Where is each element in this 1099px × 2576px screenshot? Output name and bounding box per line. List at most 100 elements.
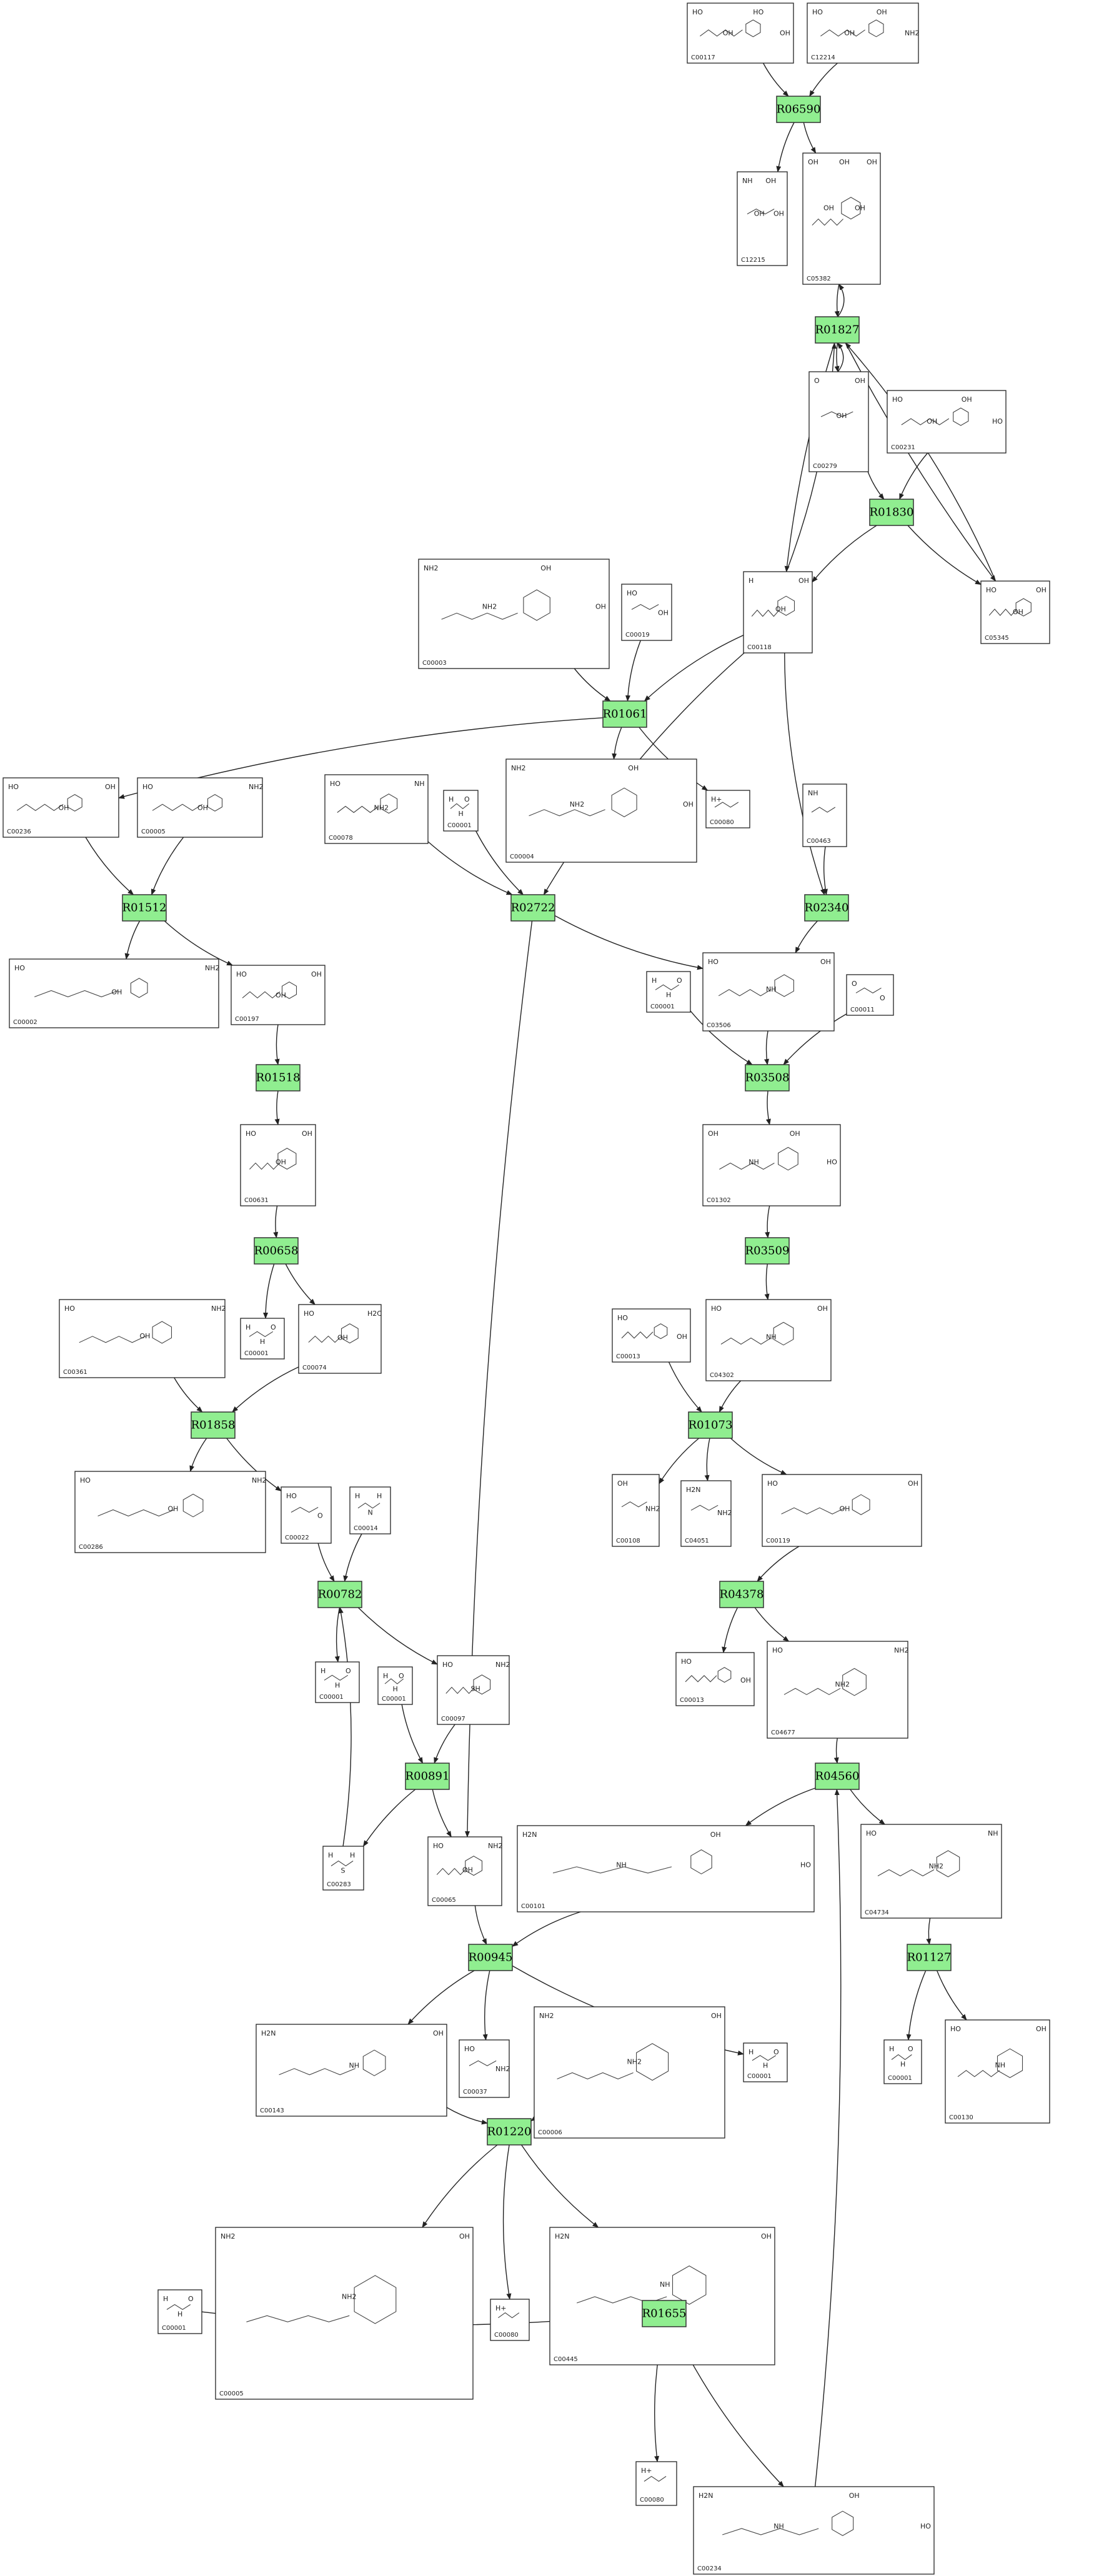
- edge-c00197-r01518: [274, 1024, 280, 1065]
- atom-label: HO: [246, 1130, 256, 1138]
- ring-shape: [130, 978, 148, 998]
- compound-c00080[interactable]: H+C00080: [635, 2461, 677, 2506]
- compound-c00080[interactable]: H+C00080: [490, 2299, 530, 2341]
- reaction-r00782[interactable]: R00782: [317, 1581, 362, 1608]
- reaction-r04378[interactable]: R04378: [719, 1581, 764, 1608]
- reaction-r01073[interactable]: R01073: [688, 1411, 733, 1439]
- reaction-r01655[interactable]: R01655: [642, 2300, 687, 2327]
- atom-label: HO: [80, 1476, 91, 1484]
- reaction-r00658[interactable]: R00658: [254, 1237, 299, 1265]
- atom-label: NH2: [905, 29, 920, 37]
- reaction-r01827[interactable]: R01827: [815, 316, 860, 344]
- reaction-r01858[interactable]: R01858: [191, 1411, 236, 1439]
- compound-c00080[interactable]: H+C00080: [705, 790, 750, 828]
- chain-shape: [644, 2475, 667, 2482]
- reaction-r01512[interactable]: R01512: [122, 894, 167, 922]
- chain-shape: [34, 990, 119, 998]
- atom-label: HO: [800, 1861, 811, 1869]
- atom-label: OH: [302, 1130, 312, 1138]
- reaction-r00945[interactable]: R00945: [468, 1944, 513, 1971]
- reaction-r03508[interactable]: R03508: [745, 1064, 790, 1092]
- compound-box: [980, 580, 1050, 644]
- compound-id-label: C00231: [891, 444, 915, 451]
- atom-label: HO: [442, 1661, 453, 1669]
- chain-shape: [877, 1869, 935, 1877]
- reaction-r01830[interactable]: R01830: [869, 499, 914, 526]
- edge-c05345-r01827: [845, 342, 997, 582]
- reaction-r01061[interactable]: R01061: [602, 700, 647, 728]
- reaction-r02340[interactable]: R02340: [804, 894, 849, 922]
- atom-label: H: [335, 1681, 340, 1689]
- reaction-r06590[interactable]: R06590: [776, 96, 821, 123]
- reaction-r01518[interactable]: R01518: [256, 1064, 301, 1092]
- atom-label: OH: [877, 8, 887, 16]
- compound-box: [737, 171, 788, 266]
- reaction-r01127[interactable]: R01127: [907, 1944, 952, 1971]
- reaction-r01220[interactable]: R01220: [487, 2118, 532, 2146]
- edge-r01830-c00118: [812, 525, 877, 583]
- reaction-box: [745, 1237, 790, 1265]
- reaction-r00891[interactable]: R00891: [405, 1763, 450, 1790]
- chain-shape: [450, 803, 470, 810]
- atom-label: NH2: [252, 1476, 267, 1484]
- reaction-r02722[interactable]: R02722: [510, 894, 555, 922]
- compound-id-label: C00445: [554, 2356, 578, 2363]
- reaction-r03509[interactable]: R03509: [745, 1237, 790, 1265]
- reaction-r04560[interactable]: R04560: [815, 1763, 860, 1790]
- compound-box: [675, 1652, 755, 1706]
